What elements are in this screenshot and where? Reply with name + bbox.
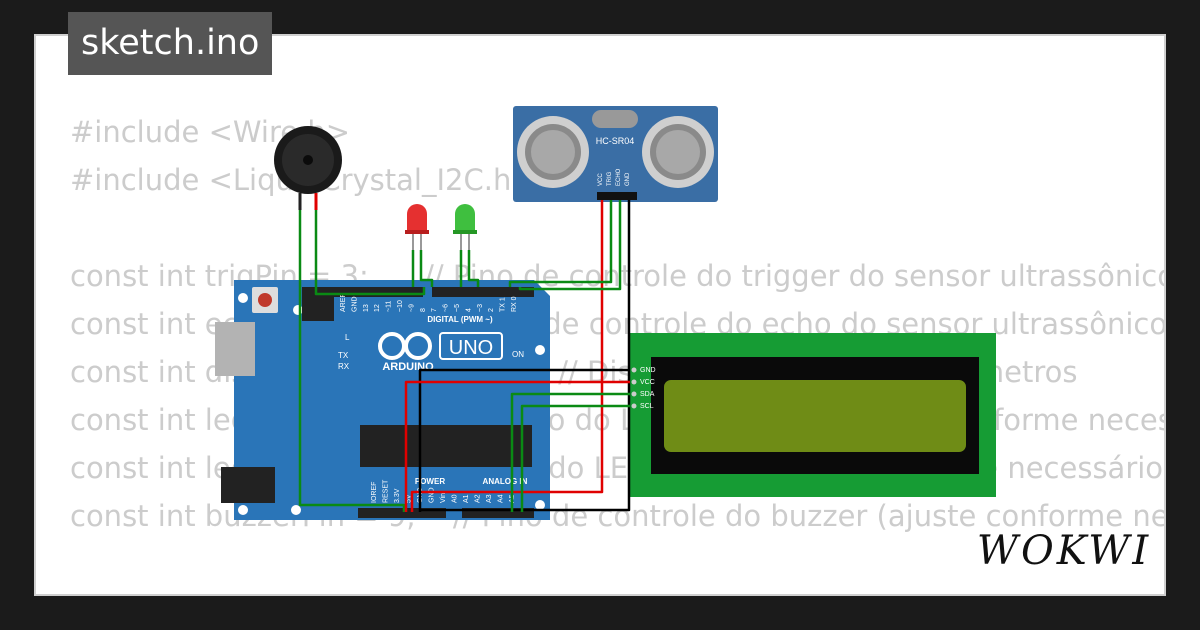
bottom-pin-label: RESET [383, 479, 390, 503]
wokwi-logo: WOKWI [976, 528, 1152, 574]
top-pin-label: ~11 [386, 301, 393, 312]
ultrasonic-sensor[interactable]: HC-SR04 VCC TRIG ECHO GND [513, 106, 718, 202]
top-pin-label: TX 1 [500, 297, 507, 312]
top-pin-label: AREF [340, 293, 347, 312]
sensor-pin-vcc: VCC [598, 173, 604, 186]
bottom-pin-label: A4 [498, 494, 505, 503]
wire-sensor-echo [518, 200, 622, 291]
wokwi-logo-text: WOKWI [976, 528, 1152, 574]
bottom-pin-label: 3.3V [394, 488, 401, 503]
code-line: #include <LiquidCrystal_I2C.h> [70, 163, 536, 197]
sensor-label: HC-SR04 [596, 136, 635, 146]
top-pin-label: ~10 [397, 300, 404, 312]
wire-buzzer-gnd [298, 210, 406, 512]
lcd-pin-sda: SDA [640, 391, 655, 398]
wires [298, 200, 631, 512]
top-pin-label: RX 0 [511, 296, 518, 312]
wire-led-red-2 [419, 250, 434, 287]
lcd-display[interactable]: GND VCC SDA SCL [630, 333, 996, 497]
indicator-rx: RX [338, 362, 350, 371]
indicator-tx: TX [338, 351, 349, 360]
arduino-uno[interactable]: UNO ARDUINO DIGITAL (PWM ~) L TX RX ON P… [215, 280, 550, 520]
bottom-pin-label: A2 [475, 494, 482, 503]
top-pin-label: 8 [420, 308, 427, 312]
wire-buzzer-signal [314, 210, 426, 296]
top-pin-label: ~6 [443, 304, 450, 312]
indicator-l: L [345, 333, 350, 342]
digital-label: DIGITAL (PWM ~) [427, 315, 493, 324]
lcd-pin-vcc: VCC [640, 379, 655, 386]
lcd-pin-gnd: GND [640, 367, 656, 374]
wire-lcd-sda [510, 392, 630, 512]
wire-led-green-2 [467, 250, 480, 287]
wire-sensor-trig [508, 200, 613, 287]
wire-sensor-vcc [410, 200, 604, 512]
bottom-pin-label: A1 [463, 494, 470, 503]
analog-label: ANALOG IN [483, 477, 528, 486]
bottom-pin-label: Vin [440, 493, 447, 503]
sensor-pin-gnd: GND [625, 172, 631, 186]
top-pin-label: 4 [465, 308, 472, 312]
wire-lcd-vcc [404, 380, 630, 512]
led-red[interactable] [405, 204, 429, 250]
wire-lcd-scl [520, 404, 630, 512]
sensor-pin-echo: ECHO [616, 168, 622, 186]
top-pin-label: ~5 [454, 304, 461, 312]
led-green[interactable] [453, 204, 477, 250]
arduino-logo: UNO [449, 337, 493, 359]
sensor-pin-trig: TRIG [607, 171, 613, 186]
bottom-pin-label: A3 [486, 494, 493, 503]
top-pin-label: 12 [374, 304, 381, 312]
bottom-pin-label: A0 [452, 494, 459, 503]
bottom-pin-label: GND [429, 487, 436, 503]
bottom-pin-label: 5V [406, 494, 413, 503]
top-pin-label: 13 [363, 304, 370, 312]
top-pin-label: 7 [431, 308, 438, 312]
buzzer[interactable] [274, 126, 342, 210]
file-title: sketch.ino [68, 12, 273, 75]
top-pin-label: 2 [488, 308, 495, 312]
indicator-on: ON [512, 350, 524, 359]
top-pin-label: GND [351, 296, 358, 312]
top-pin-label: ~9 [408, 304, 415, 312]
bottom-pin-label: IOREF [371, 482, 378, 503]
lcd-pin-scl: SCL [640, 403, 654, 410]
wire-sensor-gnd [420, 200, 631, 512]
wire-lcd-gnd [418, 368, 630, 512]
power-label: POWER [415, 477, 445, 486]
top-pin-label: ~3 [477, 304, 484, 312]
